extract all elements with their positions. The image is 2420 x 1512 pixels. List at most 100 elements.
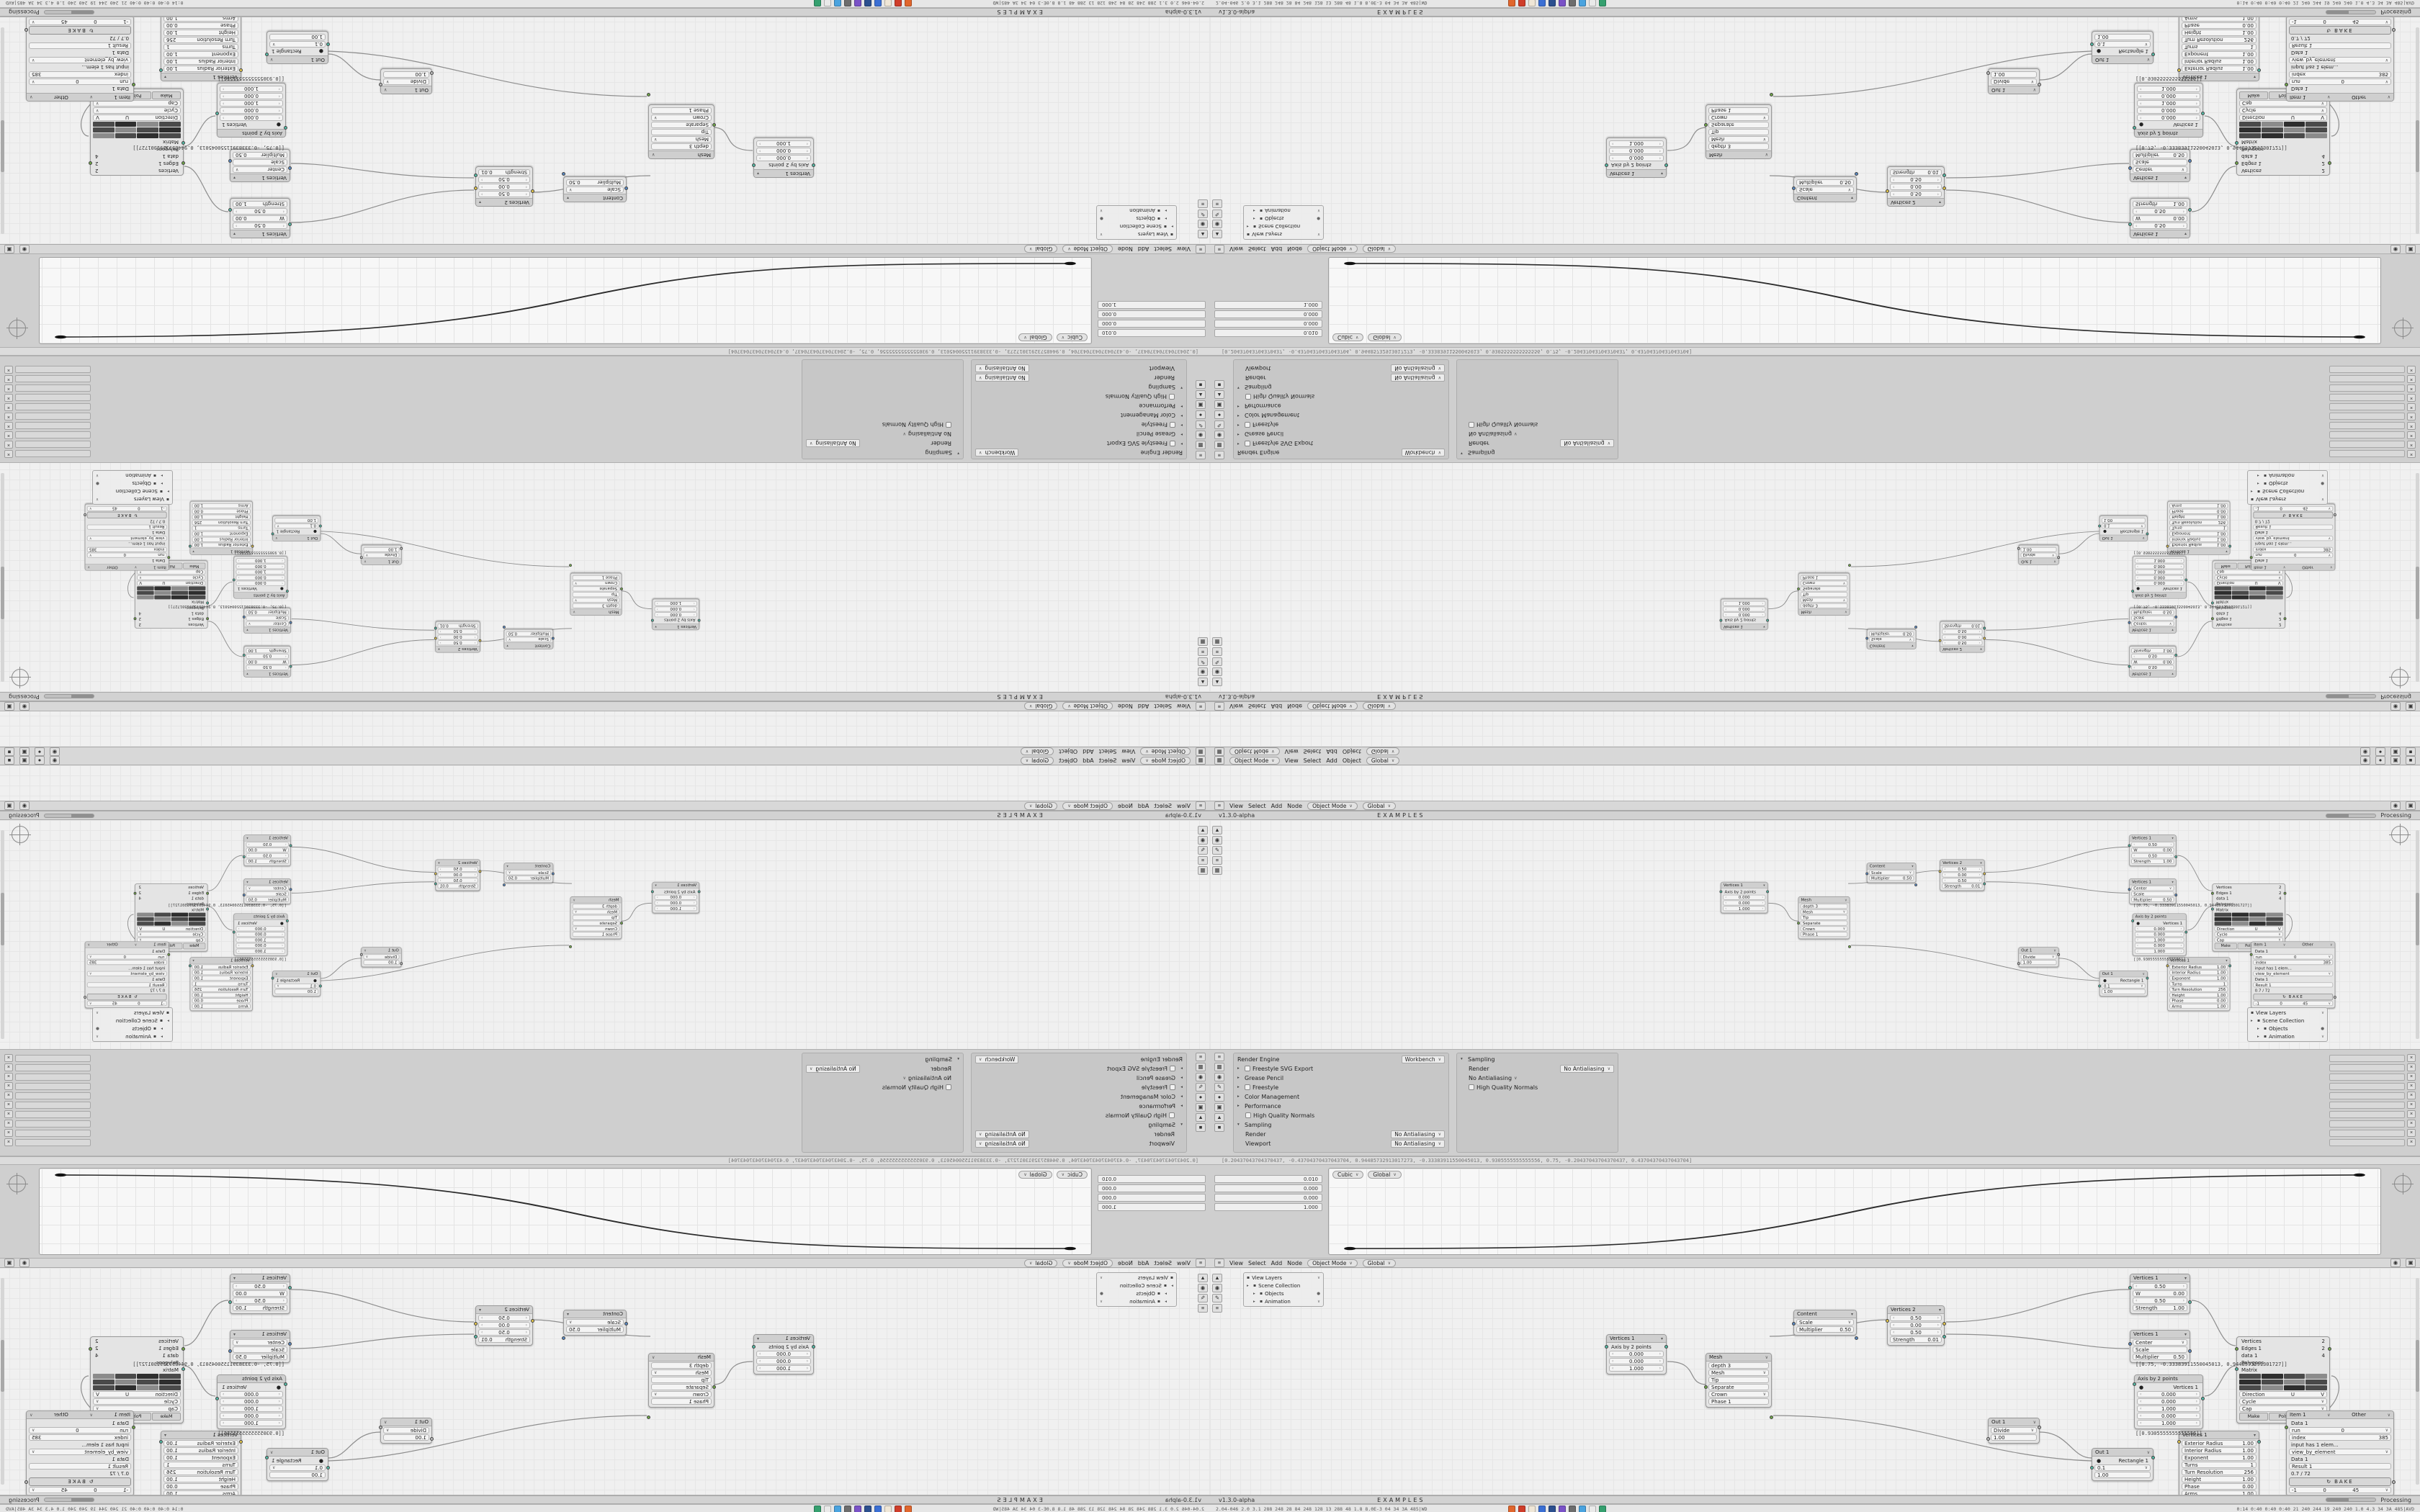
cursor-tool-button[interactable]: ◉ — [1198, 667, 1208, 676]
move-tool-button[interactable]: ✎ — [1198, 657, 1208, 666]
node-field[interactable]: 0.1∨ — [2101, 983, 2146, 989]
node-field[interactable]: ‹0.50› — [233, 208, 287, 215]
prop-row-sampling[interactable]: ▾Sampling — [1235, 383, 1447, 392]
close-icon[interactable]: × — [4, 1138, 13, 1146]
node-field[interactable]: Scale — [233, 159, 287, 166]
node-socket[interactable] — [84, 513, 87, 516]
panel-chip-bar[interactable] — [2329, 431, 2405, 439]
close-icon[interactable]: × — [4, 1101, 13, 1109]
close-icon[interactable]: × — [4, 1120, 13, 1128]
node-field[interactable]: ‹0.000› — [756, 1358, 811, 1364]
node-field[interactable]: 0.1∨ — [2101, 523, 2146, 529]
prop-row-freestyle-svg[interactable]: ▸Freestyle SVG Export — [1235, 439, 1447, 448]
taskbar-app-icon[interactable] — [1548, 1505, 1556, 1512]
orientation-dropdown[interactable]: Global∨ — [1020, 747, 1054, 756]
node-field[interactable]: Phase 1 — [1708, 107, 1769, 114]
render-aa-dropdown[interactable]: No Antialiasing∨ — [806, 439, 860, 448]
snap-magnet-button[interactable]: ◉ — [2390, 702, 2401, 711]
outliner-animation[interactable]: ▸▪Animation∨ — [1245, 207, 1322, 215]
navigation-gizmo[interactable] — [12, 669, 29, 686]
prop-row-freestyle[interactable]: ▸Freestyle — [1235, 1083, 1447, 1092]
node-field[interactable]: ‹0.50› — [1890, 191, 1942, 197]
node-field[interactable]: Separate — [1708, 1384, 1769, 1390]
panel-chip-bar[interactable] — [15, 450, 91, 458]
node-field[interactable]: ‹0.50› — [246, 852, 289, 858]
snap-magnet-button[interactable]: ◉ — [50, 747, 60, 756]
tab-make[interactable]: Make — [2239, 1413, 2268, 1421]
select-tool-button[interactable]: ▲ — [1198, 1274, 1208, 1282]
node-socket[interactable] — [359, 953, 363, 956]
node-socket[interactable] — [1664, 1345, 1668, 1349]
node-field[interactable]: Phase 1 — [1800, 932, 1848, 937]
mode-dropdown[interactable]: Object Mode∨ — [1307, 801, 1358, 810]
node-field[interactable]: Scale — [2131, 615, 2174, 621]
node-field[interactable]: Cycle∨ — [2239, 1398, 2327, 1405]
node-field[interactable]: Crown∨ — [651, 114, 712, 121]
node-field[interactable]: ‹0.000› — [2134, 564, 2184, 570]
annotate-tool-button[interactable]: ✎ — [1198, 210, 1208, 218]
node-socket[interactable] — [434, 872, 437, 876]
node-socket[interactable] — [2285, 1426, 2288, 1429]
prop-row-color-management[interactable]: ▸Color Management — [1235, 1092, 1447, 1101]
node-field[interactable]: Mesh∨ — [572, 598, 620, 603]
render-aa-dropdown[interactable]: No Antialiasing∨ — [1391, 374, 1445, 382]
menu-node[interactable]: Node — [1117, 703, 1133, 710]
node-socket[interactable] — [182, 1347, 185, 1351]
node-divide[interactable]: Out 1∨ Divide∨ 1.00 — [2017, 947, 2061, 968]
node-socket[interactable] — [89, 161, 92, 165]
outliner-view-layers[interactable]: ▪View Layers∨ — [1098, 1274, 1175, 1282]
close-icon[interactable]: × — [2407, 366, 2416, 374]
render-aa-dropdown[interactable]: No Antialiasing∨ — [975, 1130, 1029, 1138]
node-field[interactable]: Cycle∨ — [93, 1398, 181, 1405]
panel-chip-bar[interactable] — [15, 413, 91, 420]
node-editor-b[interactable]: ▲ ◉ ✎ ≡ ▪View Layers∨ ▸▪Scene Collection… — [0, 1268, 1210, 1495]
panel-chip-bar[interactable] — [15, 1063, 91, 1071]
node-rectangle[interactable]: Out 1∨ ●Rectangle 1 0.1∨ 1.00 — [271, 516, 322, 541]
node-field[interactable]: ‹0.000› — [236, 932, 286, 937]
close-icon[interactable]: × — [4, 431, 13, 439]
node-socket[interactable] — [326, 42, 330, 46]
menu-add[interactable]: Add — [1326, 757, 1337, 764]
node-socket[interactable] — [562, 172, 565, 176]
node-socket[interactable] — [569, 564, 572, 567]
node-socket[interactable] — [712, 1385, 716, 1389]
node-field[interactable]: depth 3 — [1800, 904, 1848, 909]
prop-row-color-management[interactable]: ▸Color Management — [1235, 411, 1447, 420]
node-socket[interactable] — [133, 617, 137, 621]
node-field[interactable]: Crown∨ — [651, 1391, 712, 1398]
node-vertices-2[interactable]: Vertices 2▾ ‹0.50› ‹0.00› ‹0.50› Strengt… — [1938, 621, 1986, 653]
prop-row-high-quality-normals[interactable]: High Quality Normals — [973, 1111, 1185, 1120]
node-field[interactable]: Divide∨ — [363, 954, 400, 960]
node-field[interactable]: Tip — [651, 129, 712, 135]
node-axis-by-2-points[interactable]: Vertices 1▾ Axis by 2 points ‹0.000› ‹0.… — [1605, 138, 1668, 178]
tab-scene-icon[interactable]: ● — [1214, 410, 1224, 419]
orientation-dropdown[interactable]: Global∨ — [1362, 702, 1397, 711]
close-icon[interactable]: × — [2407, 394, 2416, 402]
shading-button[interactable]: ■ — [4, 747, 14, 756]
panel-chip-bar[interactable] — [2329, 1092, 2405, 1099]
prop-row-viewport-aa[interactable]: No Antialiasing∨ — [804, 430, 962, 438]
node-socket[interactable] — [2166, 964, 2169, 968]
panel-chip-bar[interactable] — [2329, 413, 2405, 420]
node-field[interactable]: ‹0.000› — [2137, 1413, 2200, 1419]
panel-chip-bar[interactable] — [15, 366, 91, 374]
node-socket[interactable] — [650, 618, 654, 622]
